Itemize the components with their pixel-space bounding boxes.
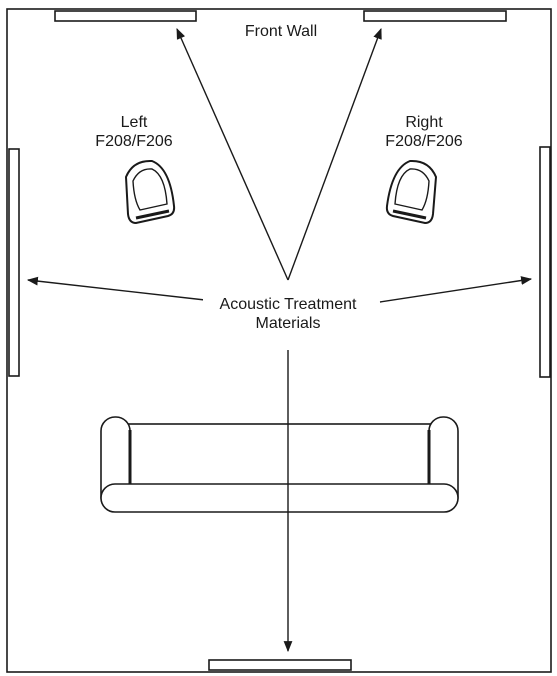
- arrow-right-wall: [379, 276, 533, 303]
- acoustic-treatment-label: Acoustic Treatment Materials: [203, 295, 373, 333]
- treatment-panel-front-right: [363, 10, 507, 22]
- treatment-panel-front-left: [54, 10, 197, 22]
- acoustic-treatment-line1: Acoustic Treatment: [219, 296, 357, 313]
- left-speaker-label: Left F208/F206: [82, 113, 186, 151]
- right-speaker-model: F208/F206: [385, 133, 463, 150]
- right-speaker-icon: [385, 159, 438, 225]
- sofa: [100, 416, 459, 513]
- arrow-front-left: [176, 27, 289, 281]
- arrow-left-wall: [26, 276, 206, 301]
- arrow-front-right: [287, 27, 382, 281]
- right-speaker-label: Right F208/F206: [372, 113, 476, 151]
- treatment-panel-left-wall: [8, 148, 20, 377]
- treatment-panel-right-wall: [539, 146, 551, 378]
- front-wall-label: Front Wall: [231, 22, 331, 41]
- acoustic-treatment-line2: Materials: [255, 315, 321, 332]
- left-speaker-model: F208/F206: [95, 133, 173, 150]
- room-outline: [6, 8, 552, 673]
- left-speaker-icon: [124, 159, 176, 225]
- left-speaker-name: Left: [120, 114, 148, 131]
- treatment-panel-back-wall: [208, 659, 352, 671]
- right-speaker-name: Right: [405, 114, 443, 131]
